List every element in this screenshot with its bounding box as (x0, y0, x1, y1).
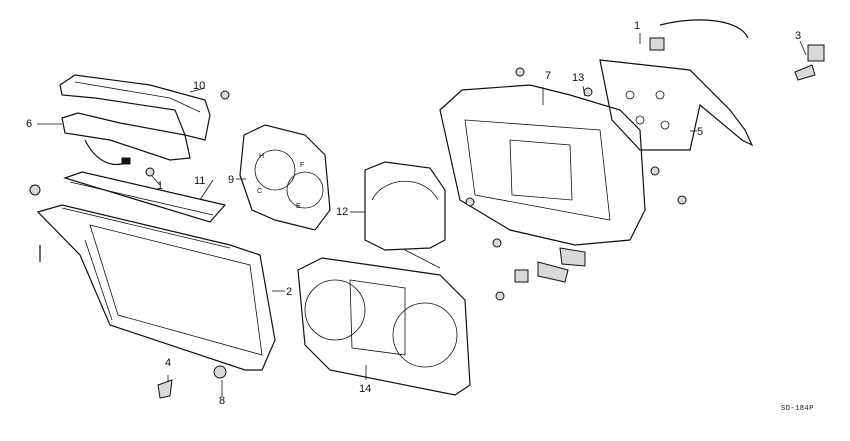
diagram-code: SD-184P (781, 405, 814, 413)
gauge-plate-9 (239, 124, 331, 231)
gauge-letter-e: E (296, 203, 301, 210)
housing-7 (439, 84, 646, 246)
callout-2: 2 (286, 286, 293, 298)
callout-14: 14 (359, 383, 372, 395)
callout-10: 10 (193, 80, 206, 92)
callout-9: 9 (228, 174, 235, 186)
gauge-letter-c: C (257, 188, 263, 195)
callout-1-left: 1 (157, 180, 164, 192)
gauge-letter-h: H (259, 153, 265, 160)
strip-11 (63, 171, 227, 223)
callout-8: 8 (219, 395, 226, 407)
callout-11: 11 (194, 175, 206, 187)
callout-5: 5 (697, 126, 704, 138)
callout-13: 13 (572, 72, 585, 84)
bulb-parts (649, 19, 825, 81)
callout-6: 6 (26, 118, 33, 130)
small-hardware (29, 67, 687, 399)
leader-lines (37, 33, 807, 396)
callout-7: 7 (545, 70, 552, 82)
meter-case-2 (36, 204, 276, 371)
bracket-10 (59, 74, 211, 141)
speedometer-12 (364, 161, 446, 269)
callout-4: 4 (165, 357, 172, 369)
callout-1-top: 1 (634, 20, 641, 32)
bracket-6 (61, 112, 191, 165)
callout-3: 3 (795, 30, 802, 42)
callout-12: 12 (336, 206, 349, 218)
gauge-letter-f: F (300, 162, 305, 169)
circuit-plate-5 (599, 59, 754, 151)
face-panel-14 (297, 257, 471, 396)
